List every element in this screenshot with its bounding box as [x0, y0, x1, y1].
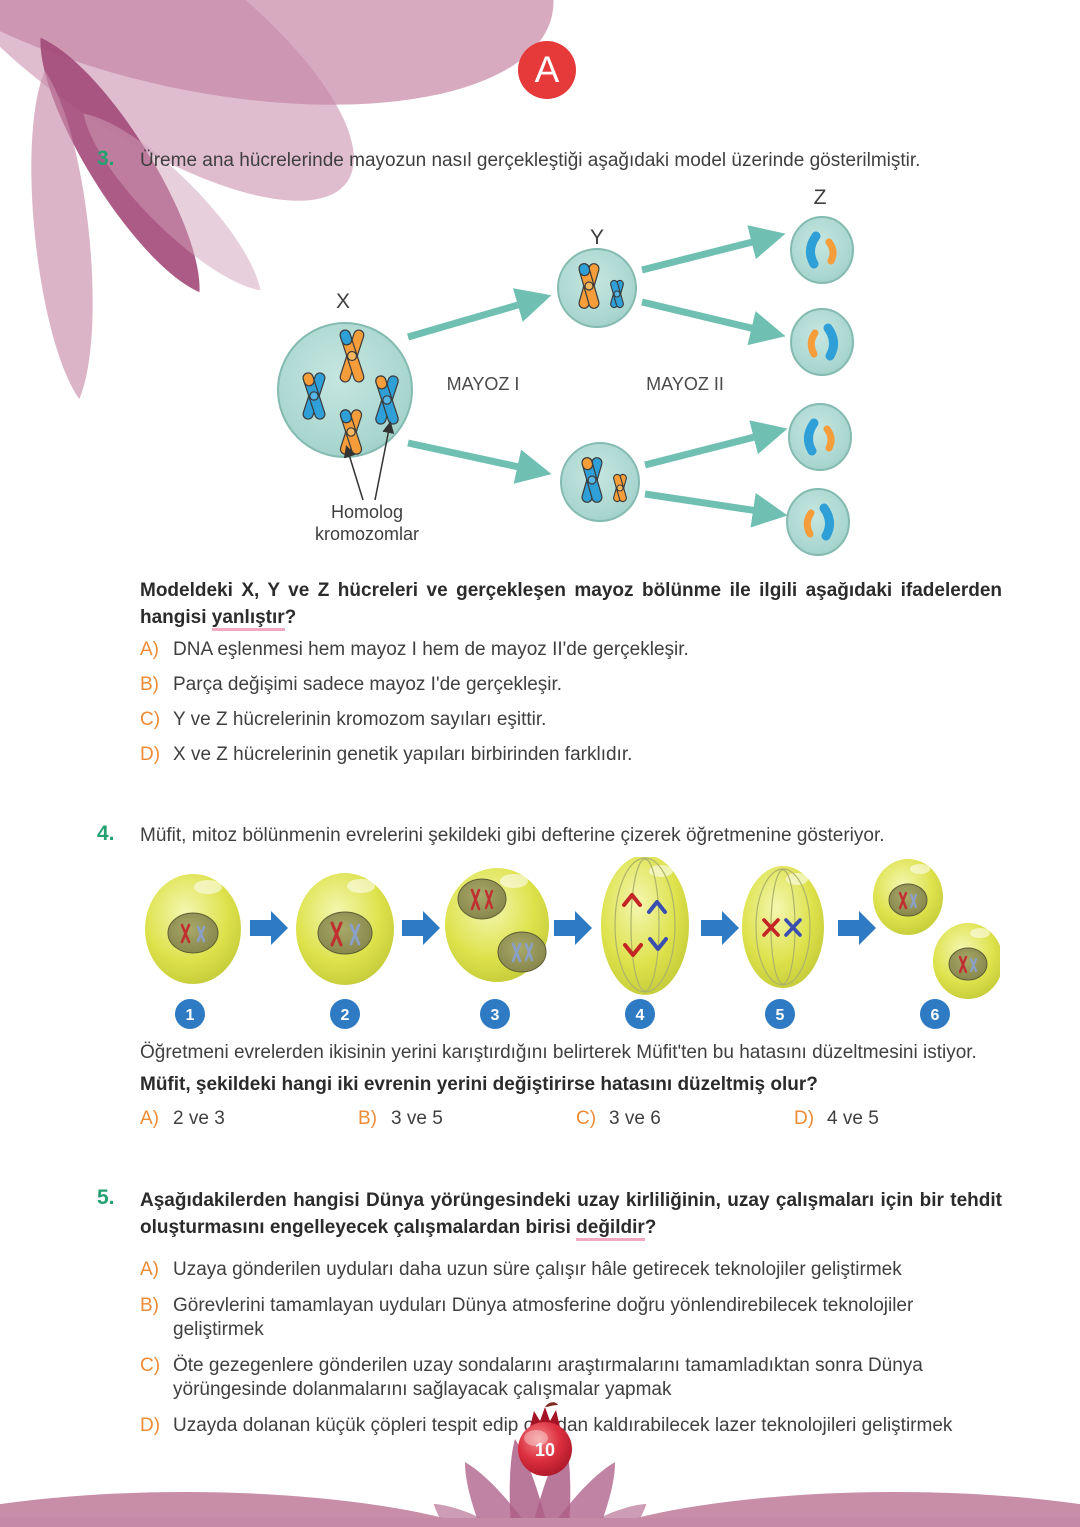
- cell-x-label: X: [336, 290, 350, 313]
- final-cells: [786, 216, 854, 556]
- cell-y: [557, 248, 637, 328]
- option-letter: C): [140, 709, 161, 730]
- question-3-intro: Üreme ana hücrelerinde mayozun nasıl ger…: [140, 150, 921, 171]
- option-text: DNA eşlenmesi hem mayoz I hem de mayoz I…: [173, 639, 689, 660]
- option-text: Uzaya gönderilen uyduları daha uzun süre…: [173, 1259, 902, 1280]
- option-letter: B): [140, 674, 159, 695]
- option-letter: B): [140, 1295, 159, 1316]
- option-text: Y ve Z hücrelerinin kromozom sayıları eş…: [173, 709, 547, 730]
- booklet-letter: A: [534, 49, 560, 90]
- option-text: Görevlerini tamamlayan uyduları Dünya at…: [173, 1295, 914, 1340]
- mitosis-stage-6: [873, 859, 1000, 999]
- mitosis-stage-3: [445, 868, 549, 982]
- cell-x: [277, 322, 413, 458]
- option-letter: C): [576, 1108, 597, 1129]
- mitosis-stage-4: [601, 857, 689, 995]
- mitosis-stage-2: [296, 873, 394, 985]
- q4-option-b: B) 3 ve 5: [358, 1107, 576, 1131]
- mitosis-arrows: [250, 911, 876, 945]
- option-text: 4 ve 5: [827, 1108, 879, 1129]
- mayoz1-label: MAYOZ I: [447, 374, 520, 394]
- q5-option-b: B) Görevlerini tamamlayan uyduları Dünya…: [140, 1294, 1002, 1342]
- option-letter: B): [358, 1108, 377, 1129]
- question-4-options: A) 2 ve 3 B) 3 ve 5 C) 3 ve 6 D) 4 ve 5: [140, 1107, 1010, 1131]
- homolog-label-line1: Homolog: [331, 502, 403, 522]
- question-5-stem: Aşağıdakilerden hangisi Dünya yörüngesin…: [140, 1187, 1002, 1241]
- meiosis-arrows: [407, 225, 788, 528]
- page-number: 10: [535, 1440, 555, 1460]
- cell-mayoz1-bottom: [560, 442, 640, 522]
- mitosis-stage-1: [145, 874, 241, 984]
- option-letter: D): [794, 1108, 815, 1129]
- q5-stem-underlined-word: değildir: [576, 1217, 645, 1241]
- q5-option-a: A) Uzaya gönderilen uyduları daha uzun s…: [140, 1258, 1002, 1282]
- question-3-options: A) DNA eşlenmesi hem mayoz I hem de mayo…: [140, 638, 1002, 778]
- q3-stem-underlined-word: yanlıştır: [211, 607, 285, 631]
- stage-badge-6: 6: [931, 1007, 940, 1024]
- q3-option-a: A) DNA eşlenmesi hem mayoz I hem de mayo…: [140, 638, 1002, 662]
- stage-badge-5: 5: [776, 1007, 785, 1024]
- homolog-pointer-arrows: [343, 421, 395, 501]
- q5-stem-suffix: ?: [644, 1217, 657, 1238]
- question-4-after-text: Öğretmeni evrelerden ikisinin yerini kar…: [140, 1042, 977, 1063]
- question-5-options: A) Uzaya gönderilen uyduları daha uzun s…: [140, 1258, 1002, 1450]
- q3-option-c: C) Y ve Z hücrelerinin kromozom sayıları…: [140, 708, 1002, 732]
- option-letter: D): [140, 744, 161, 765]
- stage-badge-1: 1: [186, 1007, 195, 1024]
- lotus-petals: [433, 1438, 647, 1527]
- option-text: 3 ve 6: [609, 1108, 661, 1129]
- q4-option-d: D) 4 ve 5: [794, 1107, 1012, 1131]
- cell-z-label: Z: [814, 186, 827, 209]
- mitosis-diagram: 1 2 3 4 5 6: [145, 857, 1000, 1029]
- option-letter: C): [140, 1355, 161, 1376]
- option-text: Parça değişimi sadece mayoz I'de gerçekl…: [173, 674, 563, 695]
- bottom-flower-decoration: 10: [0, 1402, 1080, 1527]
- q3-stem-suffix: ?: [284, 607, 297, 628]
- stage-number-badges: 1 2 3 4 5 6: [175, 999, 950, 1029]
- option-text: Uzayda dolanan küçük çöpleri tespit edip…: [173, 1415, 953, 1436]
- booklet-a-badge: A: [518, 41, 576, 99]
- corner-flower-decoration: [0, 0, 554, 400]
- option-text: X ve Z hücrelerinin genetik yapıları bir…: [173, 744, 633, 765]
- page-number-pomegranate: 10: [518, 1402, 572, 1476]
- q3-option-d: D) X ve Z hücrelerinin genetik yapıları …: [140, 743, 1002, 767]
- stage-badge-4: 4: [636, 1007, 645, 1024]
- question-4-intro: Müfit, mitoz bölünmenin evrelerini şekil…: [140, 825, 885, 846]
- option-letter: A): [140, 1259, 159, 1280]
- cell-y-label: Y: [590, 226, 604, 249]
- q5-option-d: D) Uzayda dolanan küçük çöpleri tespit e…: [140, 1414, 1002, 1438]
- q3-stem-prefix: Modeldeki X, Y ve Z hücreleri ve gerçekl…: [140, 580, 1002, 628]
- stage-badge-3: 3: [491, 1007, 500, 1024]
- stage-badge-2: 2: [341, 1007, 350, 1024]
- mitosis-stage-5: [742, 866, 824, 988]
- bottom-edge-strip: [0, 1518, 1080, 1527]
- option-text: Öte gezegenlere gönderilen uzay sondalar…: [173, 1355, 923, 1400]
- option-letter: A): [140, 639, 159, 660]
- option-letter: D): [140, 1415, 161, 1436]
- question-4-number: 4.: [97, 822, 115, 845]
- q4-option-c: C) 3 ve 6: [576, 1107, 794, 1131]
- question-3-number: 3.: [97, 147, 115, 170]
- q5-option-c: C) Öte gezegenlere gönderilen uzay sonda…: [140, 1354, 1002, 1402]
- option-text: 3 ve 5: [391, 1108, 443, 1129]
- option-text: 2 ve 3: [173, 1108, 225, 1129]
- question-4-stem: Müfit, şekildeki hangi iki evrenin yerin…: [140, 1074, 818, 1095]
- question-5-number: 5.: [97, 1186, 115, 1209]
- q5-stem-prefix: Aşağıdakilerden hangisi Dünya yörüngesin…: [140, 1190, 1002, 1238]
- option-letter: A): [140, 1108, 159, 1129]
- homolog-label-line2: kromozomlar: [315, 524, 419, 544]
- question-3-stem: Modeldeki X, Y ve Z hücreleri ve gerçekl…: [140, 577, 1002, 631]
- meiosis-diagram: X Y: [277, 186, 854, 556]
- q4-option-a: A) 2 ve 3: [140, 1107, 358, 1131]
- q3-option-b: B) Parça değişimi sadece mayoz I'de gerç…: [140, 673, 1002, 697]
- mayoz2-label: MAYOZ II: [646, 374, 724, 394]
